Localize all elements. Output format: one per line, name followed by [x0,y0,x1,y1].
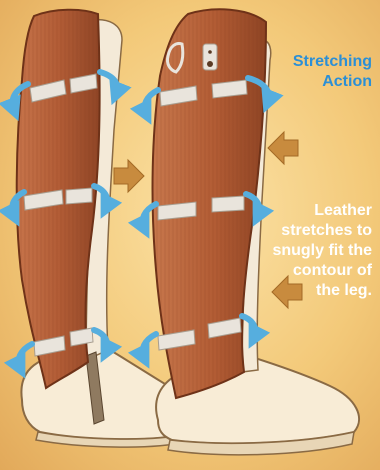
caption-line: stretches to [222,221,372,241]
stretching-action-caption: Stretching Action [252,52,372,92]
caption-line: Leather [222,201,372,221]
arrow-left-icon [268,132,298,164]
arrow-right-icon [114,160,144,192]
caption-line: Stretching [252,52,372,72]
caption-line: snugly fit the [222,241,372,261]
caption-line: the leg. [222,281,372,301]
caption-line: Action [252,72,372,92]
stretch-arrow-icon [143,334,157,358]
caption-line: contour of [222,261,372,281]
stretch-arrow-icon [19,344,33,368]
leather-stretches-caption: Leather stretches to snugly fit the cont… [222,201,372,301]
